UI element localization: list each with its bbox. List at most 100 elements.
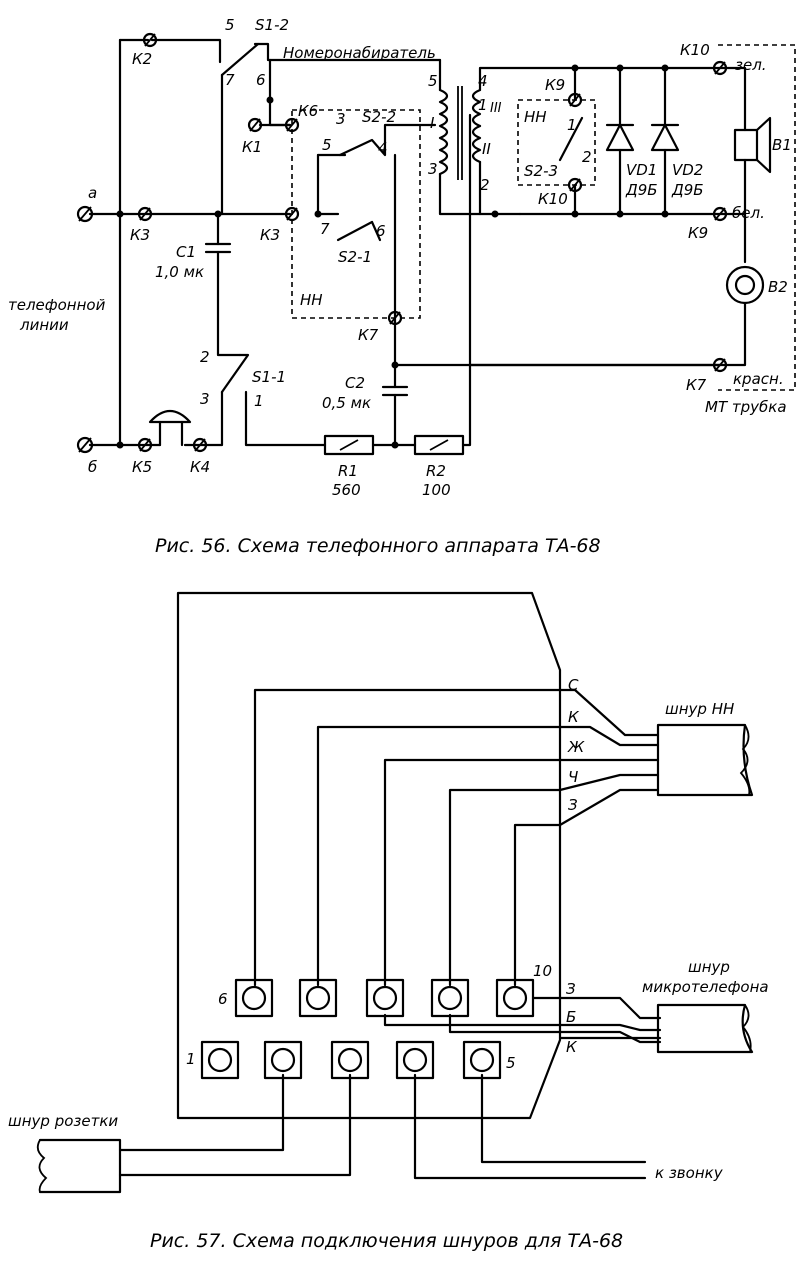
r1-label: R1	[338, 462, 358, 480]
terminal-2	[263, 1040, 303, 1080]
r2-label: R2	[426, 462, 446, 480]
mt-handset-label: МТ трубка	[705, 398, 787, 416]
s22-pin5-label: 5	[322, 136, 332, 154]
s12-pin7-label: 7	[225, 71, 235, 89]
trans-winding-i: I	[430, 114, 435, 132]
terminal-k3a	[137, 206, 153, 222]
figure-57-wiring: С К Ж Ч З шнур НН 6 10 1 5 З Б К шнур ми…	[8, 591, 769, 1252]
k10b-label: К10	[680, 41, 710, 59]
terminal-10-label: 10	[533, 962, 552, 980]
s22-pin4-label: 4	[378, 139, 388, 157]
vd2-type: Д9Б	[671, 181, 704, 199]
s23-pin1: 1	[567, 116, 577, 134]
c1-label: С1	[176, 243, 196, 261]
line-b-label: б	[88, 458, 97, 476]
s11-pin3-label: 3	[200, 390, 210, 408]
k4-label: К4	[190, 458, 210, 476]
b2-label: В2	[768, 278, 788, 296]
trans-pin5: 5	[428, 72, 438, 90]
wire-zh-label: Ж	[567, 738, 585, 756]
vd2-label: VD2	[672, 161, 703, 179]
line-label-2: линии	[19, 316, 69, 334]
s12-pin5-label: 5	[225, 16, 235, 34]
wire-green-label: зел.	[735, 56, 767, 74]
s21-pin7-label: 7	[320, 220, 330, 238]
s21-pin6-label: 6	[376, 222, 386, 240]
terminal-k7a	[387, 310, 403, 326]
terminal-a	[76, 205, 94, 223]
k9a-label: К9	[545, 76, 565, 94]
terminal-k3b	[284, 206, 300, 222]
terminal-k10b	[712, 60, 728, 76]
s12-pin6-label: 6	[256, 71, 266, 89]
terminal-k9b	[712, 206, 728, 222]
c2-value: 0,5 мк	[322, 394, 371, 412]
trans-pin2: 2	[480, 176, 490, 194]
r1-value: 560	[332, 481, 361, 499]
figure-56-caption: Рис. 56. Схема телефонного аппарата ТА-6…	[155, 535, 601, 557]
trans-pin4: 4	[478, 72, 488, 90]
terminal-k1	[247, 117, 263, 133]
mic-cord-label-1: шнур	[688, 958, 730, 976]
terminal-k10a	[567, 177, 583, 193]
figure-57-caption: Рис. 57. Схема подключения шнуров для ТА…	[150, 1230, 623, 1252]
line-label-1: телефонной	[8, 296, 106, 314]
k1-label: К1	[242, 138, 262, 156]
terminal-k6	[284, 117, 300, 133]
nn-s23-label: НН	[524, 108, 547, 126]
mic-wire-b-label: Б	[566, 1008, 576, 1026]
k3b-label: К3	[260, 226, 280, 244]
terminal-4	[395, 1040, 435, 1080]
trans-pin3: 3	[428, 160, 438, 178]
terminal-7	[298, 978, 338, 1018]
terminal-9	[430, 978, 470, 1018]
trans-winding-iii: III	[490, 101, 502, 116]
k10a-label: К10	[538, 190, 568, 208]
wire-red-label: красн.	[733, 370, 784, 388]
r2-value: 100	[422, 481, 451, 499]
s22-pin3-label: 3	[336, 110, 346, 128]
s23-pin2: 2	[582, 148, 592, 166]
wire-white-label: бел.	[732, 204, 765, 222]
dialer-label: Номеронабиратель	[283, 44, 436, 62]
terminal-6	[234, 978, 274, 1018]
to-bell-label: к звонку	[655, 1164, 724, 1182]
nn-cord-label: шнур НН	[665, 700, 734, 718]
s11-label: S1-1	[252, 368, 286, 386]
terminal-6-label: 6	[218, 990, 228, 1008]
terminal-k5	[137, 437, 153, 453]
trans-winding-ii: II	[482, 140, 491, 158]
wire-c-label: С	[568, 676, 579, 694]
b1-label: В1	[772, 136, 792, 154]
trans-pin1: 1	[478, 96, 488, 114]
wire-z-label: З	[568, 796, 578, 814]
terminal-b	[76, 436, 94, 454]
vd1-label: VD1	[626, 161, 657, 179]
s11-pin2-label: 2	[200, 348, 210, 366]
terminal-k9a	[567, 92, 583, 108]
k6-label: К6	[298, 102, 318, 120]
s21-label: S2-1	[338, 248, 372, 266]
s11-pin1-label: 1	[254, 392, 264, 410]
k5-label: К5	[132, 458, 152, 476]
line-a-label: а	[88, 184, 97, 202]
nn-box-label: НН	[300, 291, 323, 309]
terminal-1-label: 1	[186, 1050, 196, 1068]
c2-label: С2	[345, 374, 365, 392]
k3a-label: К3	[130, 226, 150, 244]
k2-label: К2	[132, 50, 152, 68]
terminal-10	[495, 978, 535, 1018]
terminal-k4	[192, 437, 208, 453]
terminal-1	[200, 1040, 240, 1080]
terminal-k7b	[712, 357, 728, 373]
c1-value: 1,0 мк	[155, 263, 204, 281]
s23-label: S2-3	[524, 162, 558, 180]
terminal-3	[330, 1040, 370, 1080]
terminal-k2	[142, 32, 158, 48]
k9b-label: К9	[688, 224, 708, 242]
mic-wire-k-label: К	[566, 1038, 578, 1056]
mic-wire-z-label: З	[566, 980, 576, 998]
figure-56-circuit: 5 S1-2 7 6 Номеронабиратель К2 К1 К6 а К…	[8, 16, 796, 557]
